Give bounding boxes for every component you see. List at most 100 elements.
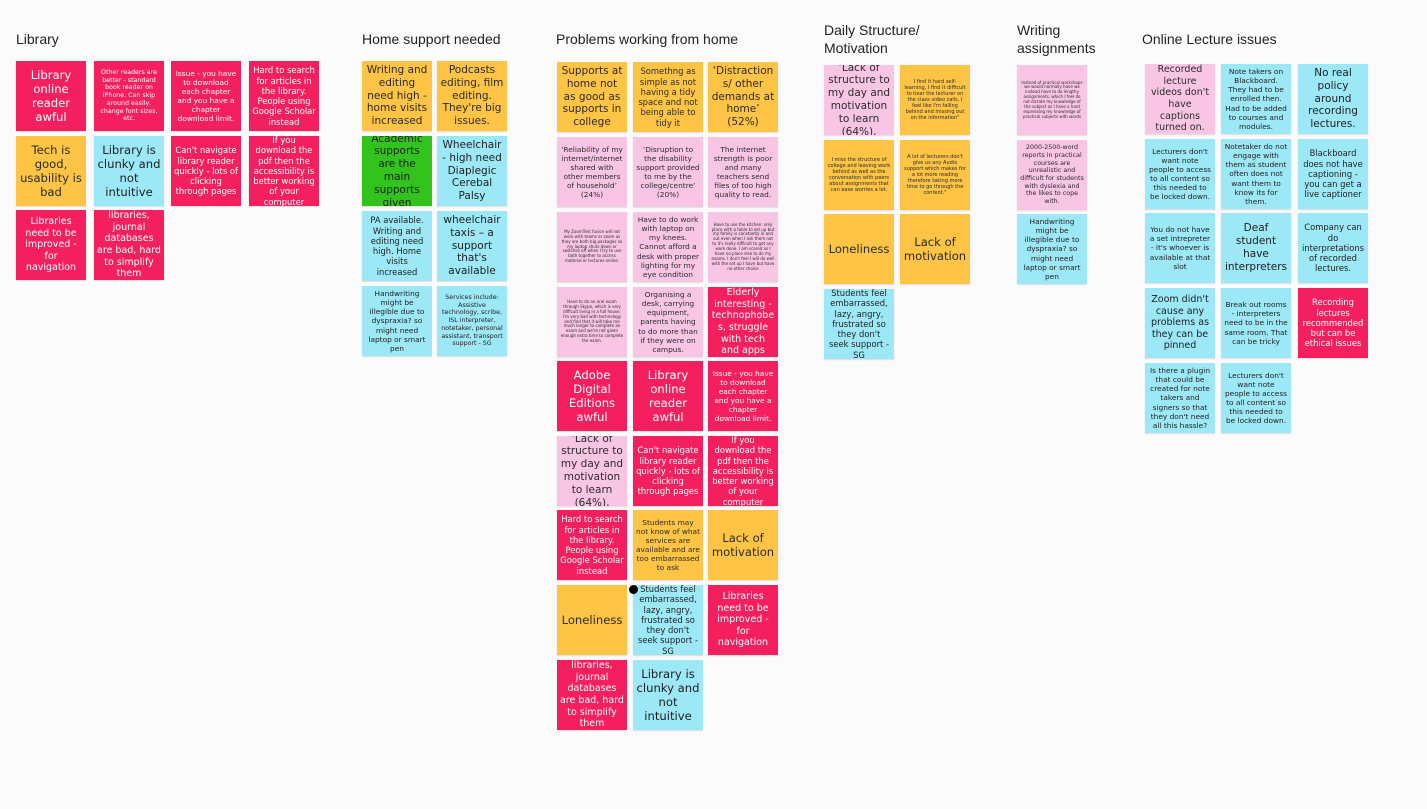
note-text: ‘Reliability of my internet/internet sha… bbox=[561, 144, 623, 200]
note-text: Writing and editing need high - home vis… bbox=[366, 64, 428, 128]
note-text: Instead of practical workshops we would … bbox=[1021, 79, 1083, 119]
note-text: Services include: Assistive technology, … bbox=[441, 294, 503, 348]
sticky-note[interactable]: Library is clunky and not intuitive bbox=[94, 136, 164, 206]
sticky-note[interactable]: A lot of lecturers don't give us any Aud… bbox=[900, 140, 970, 210]
note-text: The internet strength is poor and many t… bbox=[713, 144, 773, 200]
note-text: Library is clunky and not intuitive bbox=[636, 666, 700, 724]
sticky-note[interactable]: Organising a desk, carrying equipment, p… bbox=[633, 287, 703, 357]
sticky-note[interactable]: If you download the pdf then the accessi… bbox=[708, 436, 778, 506]
sticky-note[interactable]: Break out rooms - interpreters need to b… bbox=[1221, 288, 1291, 358]
note-text: Blackboard does not have captioning - yo… bbox=[1303, 148, 1363, 200]
note-text: Is there a plugin that could be created … bbox=[1149, 366, 1211, 430]
note-text: Note takers on Blackboard. They had to b… bbox=[1225, 67, 1287, 131]
sticky-note[interactable]: Have to do work with laptop on my knees.… bbox=[633, 212, 703, 282]
sticky-note[interactable]: Lack of motivation bbox=[900, 214, 970, 284]
sticky-note[interactable]: Loneliness bbox=[557, 585, 627, 655]
sticky-note[interactable]: Library online reader awful bbox=[16, 61, 86, 131]
sticky-note[interactable]: No real policy around recording lectures… bbox=[1298, 64, 1368, 134]
sticky-note[interactable]: Hard to search for articles in the libra… bbox=[557, 510, 627, 580]
sticky-note[interactable]: Hard to search for articles in the libra… bbox=[249, 61, 319, 131]
sticky-note[interactable]: Company can do interpretations of record… bbox=[1298, 213, 1368, 283]
sticky-note[interactable]: Deaf student have interpreters bbox=[1221, 213, 1291, 283]
note-text: Tech is good, usability is bad bbox=[20, 142, 82, 200]
sticky-note[interactable]: Lack of motivation bbox=[708, 510, 778, 580]
note-text: Company can do interpretations of record… bbox=[1301, 222, 1365, 274]
sticky-note[interactable]: Have to use the kitchen: only place with… bbox=[708, 212, 778, 282]
note-text: Students feel embarrassed, lazy, angry, … bbox=[637, 585, 699, 655]
sticky-note[interactable]: Note takers on Blackboard. They had to b… bbox=[1221, 64, 1291, 134]
sticky-note[interactable]: Instead of practical workshops we would … bbox=[1017, 65, 1087, 135]
sticky-note[interactable]: Loneliness bbox=[824, 214, 894, 284]
sticky-note[interactable]: Writing and editing need high - home vis… bbox=[362, 61, 432, 131]
sticky-note[interactable]: Handwriting might be illegible due to dy… bbox=[362, 286, 432, 356]
sticky-note[interactable]: Zoom didn't cause any problems as they c… bbox=[1145, 288, 1215, 358]
sticky-note[interactable]: The internet strength is poor and many t… bbox=[708, 137, 778, 207]
note-text: Loneliness bbox=[561, 612, 623, 627]
sticky-note[interactable]: Other readers are better - standard book… bbox=[94, 61, 164, 131]
sticky-note[interactable]: Lecturers don't want note people to acce… bbox=[1221, 363, 1291, 433]
sticky-note[interactable]: Academic supports are the main supports … bbox=[362, 136, 432, 206]
sticky-note[interactable]: ‘Lack of structure to my day and motivat… bbox=[557, 436, 627, 506]
sticky-note[interactable]: Adobe Digital Editions awful bbox=[557, 361, 627, 431]
sticky-note[interactable]: ‘Lack of structure to my day and motivat… bbox=[824, 65, 894, 135]
note-text: Lack of motivation bbox=[711, 530, 775, 559]
sticky-note[interactable]: Libraries need to be improved - for navi… bbox=[708, 585, 778, 655]
sticky-note[interactable]: Issue - you have to download each chapte… bbox=[708, 361, 778, 431]
sticky-note[interactable]: Notetaker do not engage with them as stu… bbox=[1221, 139, 1291, 209]
sticky-note[interactable]: Library online reader awful bbox=[633, 361, 703, 431]
note-text: libraries, journal databases are bad, ha… bbox=[560, 660, 624, 730]
sticky-note[interactable]: You do not have a set intrepreter - it's… bbox=[1145, 213, 1215, 283]
note-text: Recording lectures recommended but can b… bbox=[1302, 297, 1364, 349]
note-text: Lecturers don't want note people to acce… bbox=[1148, 146, 1212, 202]
note-text: Can't navigate library reader quickly - … bbox=[636, 445, 700, 497]
sticky-note[interactable]: I miss the structure of college and leav… bbox=[824, 140, 894, 210]
sticky-note[interactable]: I find it hard self-learning, I find it … bbox=[900, 65, 970, 135]
sticky-note[interactable]: Services include: Assistive technology, … bbox=[437, 286, 507, 356]
note-text: You do not have a set intrepreter - it's… bbox=[1149, 225, 1211, 271]
sticky-note[interactable]: Handwriting might be illegible due to dy… bbox=[1017, 214, 1087, 284]
sticky-note[interactable]: Is there a plugin that could be created … bbox=[1145, 363, 1215, 433]
sticky-note[interactable]: PA available. Writing and editing need h… bbox=[362, 211, 432, 281]
note-text: Organising a desk, carrying equipment, p… bbox=[638, 290, 698, 354]
note-text: Libraries need to be improved - for navi… bbox=[25, 216, 77, 274]
sticky-note[interactable]: Can't navigate library reader quickly - … bbox=[171, 136, 241, 206]
sticky-note[interactable]: Elderly interesting - technophobes, stru… bbox=[708, 287, 778, 357]
note-text: Students feel embarrassed, lazy, angry, … bbox=[828, 289, 890, 359]
sticky-note[interactable]: Library is clunky and not intuitive bbox=[633, 660, 703, 730]
sticky-note[interactable]: Students may not know of what services a… bbox=[633, 510, 703, 580]
sticky-note[interactable]: Wheelchair - high need Diaplegic Cerebal… bbox=[437, 136, 507, 206]
sticky-note[interactable]: ‘Distractions/ other demands at home’ (5… bbox=[708, 62, 778, 132]
sticky-note[interactable]: Somethng as simple as not having a tidy … bbox=[633, 62, 703, 132]
note-text: Have to do an oral exam through Skype, w… bbox=[560, 299, 624, 344]
sticky-note[interactable]: If you download the pdf then the accessi… bbox=[249, 136, 319, 206]
sticky-note[interactable]: My ZoomText fusion will not work with te… bbox=[557, 212, 627, 282]
sticky-note[interactable]: Supports at home not as good as supports… bbox=[557, 62, 627, 132]
sticky-note[interactable]: libraries, journal databases are bad, ha… bbox=[94, 210, 164, 280]
sticky-note[interactable]: ‘Disruption to the disability support pr… bbox=[633, 137, 703, 207]
note-text: Somethng as simple as not having a tidy … bbox=[638, 66, 698, 128]
sticky-note[interactable]: Recording lectures recommended but can b… bbox=[1298, 288, 1368, 358]
sticky-note[interactable]: Recorded lecture videos don't have capti… bbox=[1145, 64, 1215, 134]
note-text: Other readers are better - standard book… bbox=[100, 69, 158, 123]
column-title-library: Library bbox=[16, 31, 59, 47]
cursor-pointer bbox=[629, 585, 638, 594]
sticky-note[interactable]: Have to do an oral exam through Skype, w… bbox=[557, 287, 627, 357]
note-text: ‘Lack of structure to my day and motivat… bbox=[827, 65, 891, 135]
note-text: ‘Distractions/ other demands at home’ (5… bbox=[711, 65, 775, 129]
sticky-note[interactable]: Podcasts editing, film editing. They're … bbox=[437, 61, 507, 131]
sticky-note[interactable]: Libraries need to be improved - for navi… bbox=[16, 210, 86, 280]
sticky-note[interactable]: Tech is good, usability is bad bbox=[16, 136, 86, 206]
sticky-note[interactable]: ‘Reliability of my internet/internet sha… bbox=[557, 137, 627, 207]
sticky-note[interactable]: Students feel embarrassed, lazy, angry, … bbox=[824, 289, 894, 359]
sticky-note[interactable]: Lecturers don't want note people to acce… bbox=[1145, 139, 1215, 209]
sticky-note[interactable]: wheelchair taxis – a support that's avai… bbox=[437, 211, 507, 281]
note-text: Supports at home not as good as supports… bbox=[561, 65, 623, 129]
note-text: Podcasts editing, film editing. They're … bbox=[440, 64, 504, 128]
sticky-note[interactable]: Students feel embarrassed, lazy, angry, … bbox=[633, 585, 703, 655]
sticky-note[interactable]: Blackboard does not have captioning - yo… bbox=[1298, 139, 1368, 209]
sticky-note[interactable]: Issue - you have to download each chapte… bbox=[171, 61, 241, 131]
sticky-note[interactable]: libraries, journal databases are bad, ha… bbox=[557, 660, 627, 730]
note-text: Zoom didn't cause any problems as they c… bbox=[1150, 294, 1210, 352]
sticky-note[interactable]: 2000-2500-word reports in practical cour… bbox=[1017, 140, 1087, 210]
sticky-note[interactable]: Can't navigate library reader quickly - … bbox=[633, 436, 703, 506]
